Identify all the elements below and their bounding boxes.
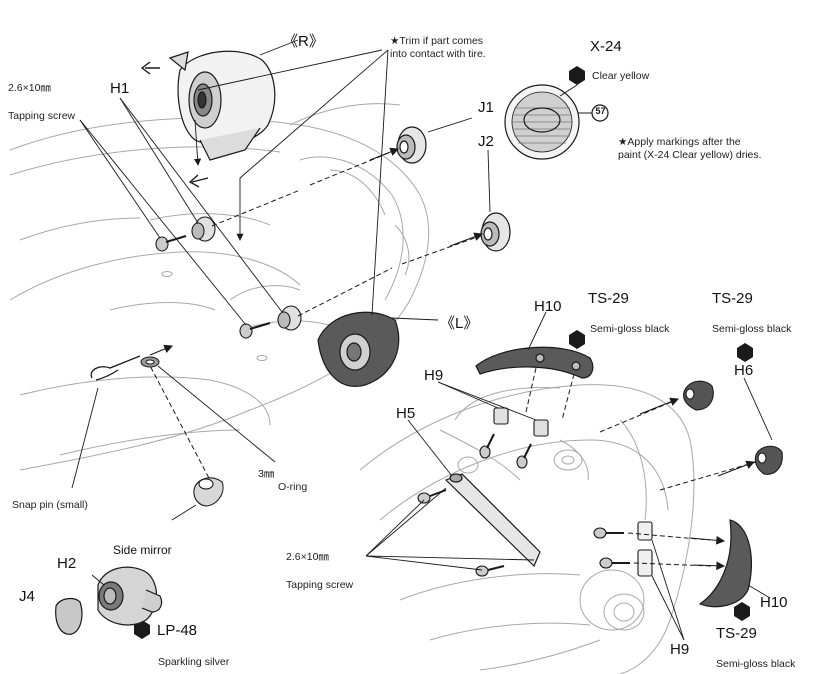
paint-name-ts29-left: Semi-gloss black — [590, 323, 670, 335]
oring-size-label: 3㎜ — [258, 468, 275, 480]
trim-h10-lower — [698, 519, 753, 608]
bracket-h5 — [444, 473, 541, 568]
leader-lines-lower — [365, 311, 773, 641]
assembly-paths-upper — [146, 149, 481, 481]
trim-note-line1: ★Trim if part comes — [390, 35, 484, 47]
front-car-body — [9, 103, 430, 471]
part-label-h9-bottom: H9 — [670, 641, 690, 658]
mirror-glass-j4 — [55, 597, 83, 635]
part-h6-upper — [683, 380, 714, 411]
side-mirror — [97, 566, 163, 626]
apply-note-line2: paint (X-24 Clear yellow) dries. — [618, 149, 762, 161]
headlight-housing-l — [317, 311, 400, 387]
clip-h9-upper — [493, 407, 549, 437]
view-label-l: 《L》 — [440, 315, 479, 332]
view-label-r: 《R》 — [283, 33, 324, 50]
trim-h10-upper — [475, 346, 594, 379]
hexagon-icon — [569, 66, 585, 85]
bushing-h1-upper — [191, 216, 216, 242]
paint-name-lp48: Sparkling silver — [158, 656, 230, 668]
tapping-screw — [417, 489, 447, 504]
part-label-h1: H1 — [110, 80, 130, 97]
paint-code-ts29-bottom: TS-29 — [716, 625, 757, 642]
direction-arrow-icon — [140, 61, 160, 75]
o-ring — [140, 356, 160, 368]
paint-code-ts29-left: TS-29 — [588, 290, 629, 307]
marking-number: 57 — [595, 106, 606, 116]
hexagon-icon — [737, 343, 753, 362]
tapping-screw-label: Tapping screw — [8, 110, 76, 122]
tapping-screw — [479, 433, 495, 459]
tapping-screw — [155, 235, 187, 252]
hexagon-icon — [734, 602, 750, 621]
side-mirror-label: Side mirror — [113, 543, 172, 557]
part-label-h2: H2 — [57, 555, 77, 572]
part-label-h10-bottom: H10 — [760, 594, 788, 611]
headlight-housing-r — [168, 50, 276, 161]
tapping-screw — [475, 565, 505, 577]
clip-h9-lower — [637, 521, 653, 577]
lens-j2 — [480, 212, 511, 252]
part-label-h6: H6 — [734, 362, 754, 379]
tapping-screw — [516, 443, 532, 469]
hexagon-icon — [134, 620, 150, 639]
leader-lines-misc — [71, 365, 276, 521]
snap-pin — [90, 355, 141, 381]
rear-car-body — [359, 384, 695, 674]
hexagon-icon — [569, 330, 585, 349]
part-label-h5: H5 — [396, 405, 416, 422]
tapping-screw — [599, 557, 630, 569]
direction-arrow-icon — [188, 174, 209, 188]
mirror-mount — [193, 477, 224, 507]
marking-lens — [504, 84, 580, 160]
assembly-arrows-lower — [639, 397, 756, 571]
part-label-j2: J2 — [478, 133, 494, 150]
part-label-h10-top: H10 — [534, 298, 562, 315]
paint-name-ts29-bottom: Semi-gloss black — [716, 658, 796, 670]
paint-code-ts29-right: TS-29 — [712, 290, 753, 307]
part-h6-lower — [754, 445, 783, 475]
part-label-j4: J4 — [19, 588, 35, 605]
paint-name-x24: Clear yellow — [592, 70, 650, 82]
assembly-arrows-upper — [149, 147, 484, 356]
trim-note-line2: into contact with tire. — [390, 48, 486, 60]
screw-size-label: 2.6×10㎜ — [8, 82, 51, 94]
oring-label: O-ring — [278, 481, 308, 493]
tapping-screw — [593, 527, 624, 539]
paint-name-ts29-right: Semi-gloss black — [712, 323, 792, 335]
paint-code-x24: X-24 — [590, 38, 622, 55]
lens-j1 — [396, 126, 427, 164]
tapping-screw-label-bottom: Tapping screw — [286, 579, 354, 591]
apply-note-line1: ★Apply markings after the — [618, 136, 741, 148]
leader-lines-upper — [79, 39, 491, 326]
paint-code-lp48: LP-48 — [157, 622, 198, 639]
snap-pin-label: Snap pin (small) — [12, 499, 88, 511]
screw-size-label-bottom: 2.6×10㎜ — [286, 551, 329, 563]
part-label-j1: J1 — [478, 99, 494, 116]
bushing-h1-lower — [277, 305, 302, 331]
part-label-h9-top: H9 — [424, 367, 444, 384]
tapping-screw — [239, 322, 271, 339]
